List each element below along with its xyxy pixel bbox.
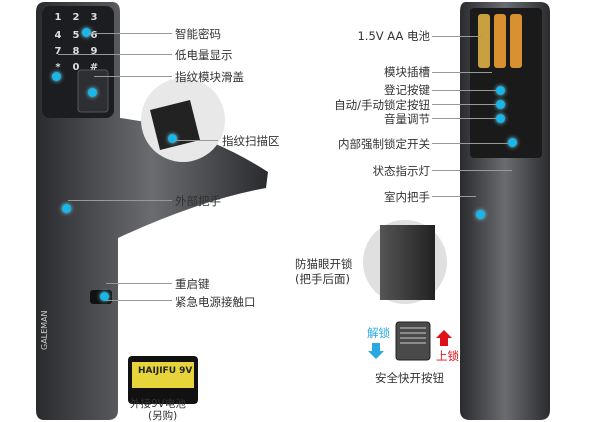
label-anti-peephole-note: (把手后面) [295, 272, 350, 286]
unlock-arrow-icon [368, 343, 384, 359]
leader-line [174, 140, 218, 141]
quick-open-button [395, 321, 431, 361]
indicator-dot [88, 88, 97, 97]
leader-line [94, 76, 172, 77]
label-fingerprint-scan: 指纹扫描区 [222, 134, 280, 148]
key[interactable]: 7 [54, 46, 62, 57]
label-reset-key: 重启键 [175, 277, 210, 291]
label-status-led: 状态指示灯 [372, 164, 431, 178]
indicator-dot [508, 138, 517, 147]
leader-line [432, 90, 496, 91]
label-outer-handle: 外部把手 [175, 194, 221, 208]
label-battery-9v: 外接9V电池 [130, 398, 186, 410]
label-force-lock: 内部强制锁定开关 [338, 137, 430, 151]
key[interactable]: * [55, 62, 61, 73]
brand-logo: GALEMAN [40, 310, 49, 350]
lock-arrow-icon [436, 330, 452, 346]
key[interactable]: 0 [72, 62, 80, 73]
label-register-key: 登记按键 [384, 83, 430, 97]
key[interactable]: 6 [90, 30, 98, 41]
leader-line [432, 196, 476, 197]
indicator-dot [52, 72, 61, 81]
leader-line [432, 104, 496, 105]
indicator-dot [476, 210, 485, 219]
leader-line [106, 300, 172, 301]
label-volume: 音量调节 [384, 112, 430, 126]
indicator-dot [62, 204, 71, 213]
indicator-dot [496, 86, 505, 95]
leader-line [432, 170, 512, 171]
key[interactable]: 9 [90, 46, 98, 57]
indicator-dot [496, 100, 505, 109]
label-module-slot: 模块插槽 [384, 65, 430, 79]
leader-line [88, 33, 172, 34]
leader-line [68, 200, 172, 201]
indicator-dot [82, 28, 91, 37]
key[interactable]: 1 [54, 12, 62, 23]
indicator-dot [100, 292, 109, 301]
battery-brand: HAIJIFU 9V [138, 366, 193, 376]
leader-line [432, 36, 482, 37]
label-battery-9v-note: (另购) [148, 410, 178, 422]
label-inner-handle: 室内把手 [384, 190, 430, 204]
key[interactable]: 5 [72, 30, 80, 41]
leader-line [432, 72, 492, 73]
label-lock: 上锁 [436, 349, 459, 363]
label-low-battery: 低电量显示 [175, 48, 233, 62]
leader-line [106, 283, 172, 284]
key[interactable]: # [89, 62, 99, 73]
key[interactable]: 3 [90, 12, 98, 23]
label-fingerprint-cover: 指纹模块滑盖 [175, 70, 244, 84]
label-emergency-power: 紧急电源接触口 [175, 295, 256, 309]
label-quick-open: 安全快开按钮 [375, 371, 444, 385]
label-anti-peephole: 防猫眼开锁 [295, 257, 353, 271]
label-auto-manual-lock: 自动/手动锁定按钮 [334, 98, 430, 112]
key[interactable]: 2 [72, 12, 80, 23]
leader-line [432, 118, 496, 119]
key[interactable]: 8 [72, 46, 80, 57]
leader-line [58, 54, 172, 55]
label-smart-password: 智能密码 [175, 27, 221, 41]
indicator-dot [168, 134, 177, 143]
leader-line [432, 143, 508, 144]
label-unlock: 解锁 [367, 326, 390, 340]
indicator-dot [496, 114, 505, 123]
label-aa-battery: 1.5V AA 电池 [357, 29, 430, 43]
key[interactable]: 4 [54, 30, 62, 41]
